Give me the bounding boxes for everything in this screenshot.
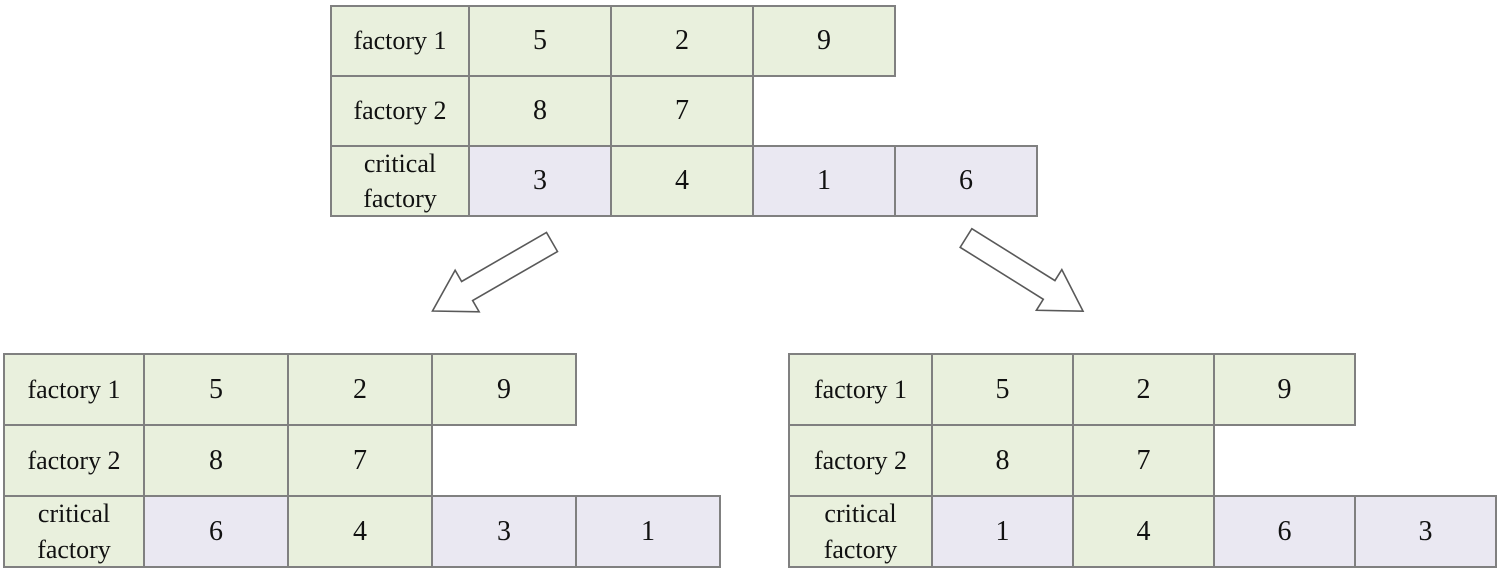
job-cell: 7 [1072, 424, 1215, 497]
factory1-row: factory 1 5 2 9 [330, 5, 1038, 77]
job-cell: 9 [431, 353, 577, 426]
job-cell: 4 [1072, 495, 1215, 568]
factory1-row: factory 1 5 2 9 [3, 353, 721, 426]
job-cell: 6 [894, 145, 1038, 217]
row-label: critical factory [788, 495, 933, 568]
job-cell: 1 [752, 145, 896, 217]
job-cell: 4 [610, 145, 754, 217]
factory2-row: factory 2 8 7 [330, 75, 1038, 147]
row-label: factory 1 [788, 353, 933, 426]
child-right-schedule-table: factory 1 5 2 9 factory 2 8 7 critical f… [788, 353, 1497, 568]
job-cell: 5 [931, 353, 1074, 426]
row-label: factory 2 [788, 424, 933, 497]
job-cell: 1 [575, 495, 721, 568]
job-cell: 5 [468, 5, 612, 77]
job-cell: 8 [931, 424, 1074, 497]
job-cell: 7 [287, 424, 433, 497]
row-label: critical factory [330, 145, 470, 217]
row-label: factory 1 [3, 353, 145, 426]
job-cell: 9 [752, 5, 896, 77]
child-left-schedule-table: factory 1 5 2 9 factory 2 8 7 critical f… [3, 353, 721, 568]
job-cell: 6 [143, 495, 289, 568]
job-cell: 3 [468, 145, 612, 217]
job-cell: 3 [1354, 495, 1497, 568]
job-cell: 6 [1213, 495, 1356, 568]
job-cell: 8 [468, 75, 612, 147]
job-cell: 9 [1213, 353, 1356, 426]
critical-factory-row: critical factory 6 4 3 1 [3, 495, 721, 568]
arrow-down-right-icon [959, 227, 1085, 312]
row-label: factory 2 [3, 424, 145, 497]
job-cell: 2 [287, 353, 433, 426]
factory2-row: factory 2 8 7 [788, 424, 1497, 497]
parent-schedule-table: factory 1 5 2 9 factory 2 8 7 critical f… [330, 5, 1038, 217]
row-label: factory 1 [330, 5, 470, 77]
factory2-row: factory 2 8 7 [3, 424, 721, 497]
job-cell: 3 [431, 495, 577, 568]
job-cell: 7 [610, 75, 754, 147]
critical-factory-row: critical factory 1 4 6 3 [788, 495, 1497, 568]
job-cell: 4 [287, 495, 433, 568]
factory1-row: factory 1 5 2 9 [788, 353, 1497, 426]
job-cell: 1 [931, 495, 1074, 568]
critical-factory-row: critical factory 3 4 1 6 [330, 145, 1038, 217]
job-cell: 5 [143, 353, 289, 426]
job-cell: 2 [1072, 353, 1215, 426]
arrow-down-left-icon [431, 231, 559, 313]
row-label: critical factory [3, 495, 145, 568]
row-label: factory 2 [330, 75, 470, 147]
job-cell: 8 [143, 424, 289, 497]
job-cell: 2 [610, 5, 754, 77]
